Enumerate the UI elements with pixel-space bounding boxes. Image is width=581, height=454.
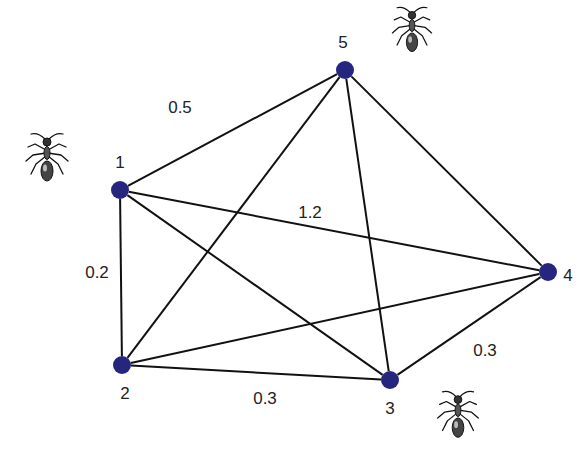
graph-edge xyxy=(120,199,122,356)
edge-weight: 0.2 xyxy=(83,263,111,282)
graph-edge xyxy=(351,76,541,265)
graph-vertex xyxy=(539,263,557,281)
graph-vertex xyxy=(111,181,129,199)
ant-figure xyxy=(392,7,431,51)
graph-vertex xyxy=(381,371,399,389)
graph-edge xyxy=(397,277,540,375)
edge-weight: 0.3 xyxy=(471,341,499,360)
graph-edge xyxy=(127,195,382,375)
vertex-number: 5 xyxy=(338,34,347,51)
graph-edge xyxy=(129,192,539,271)
graph-vertex xyxy=(336,61,354,79)
graph-vertex xyxy=(113,356,131,374)
graph-edge xyxy=(131,274,539,363)
vertex-number: 1 xyxy=(115,154,124,171)
edge-weight: 0.3 xyxy=(251,389,279,408)
graph-edge xyxy=(346,79,388,371)
graph-edge xyxy=(131,366,381,380)
edge-weight: 1.2 xyxy=(296,203,324,222)
ant-figure xyxy=(26,134,68,181)
vertex-number: 2 xyxy=(120,385,129,402)
edge-weight: 0.5 xyxy=(166,98,194,117)
vertex-number: 4 xyxy=(563,267,572,284)
vertex-number: 3 xyxy=(385,400,394,417)
graph-edge xyxy=(127,77,339,358)
ant-figure xyxy=(438,391,479,437)
graph-edge xyxy=(128,74,337,186)
